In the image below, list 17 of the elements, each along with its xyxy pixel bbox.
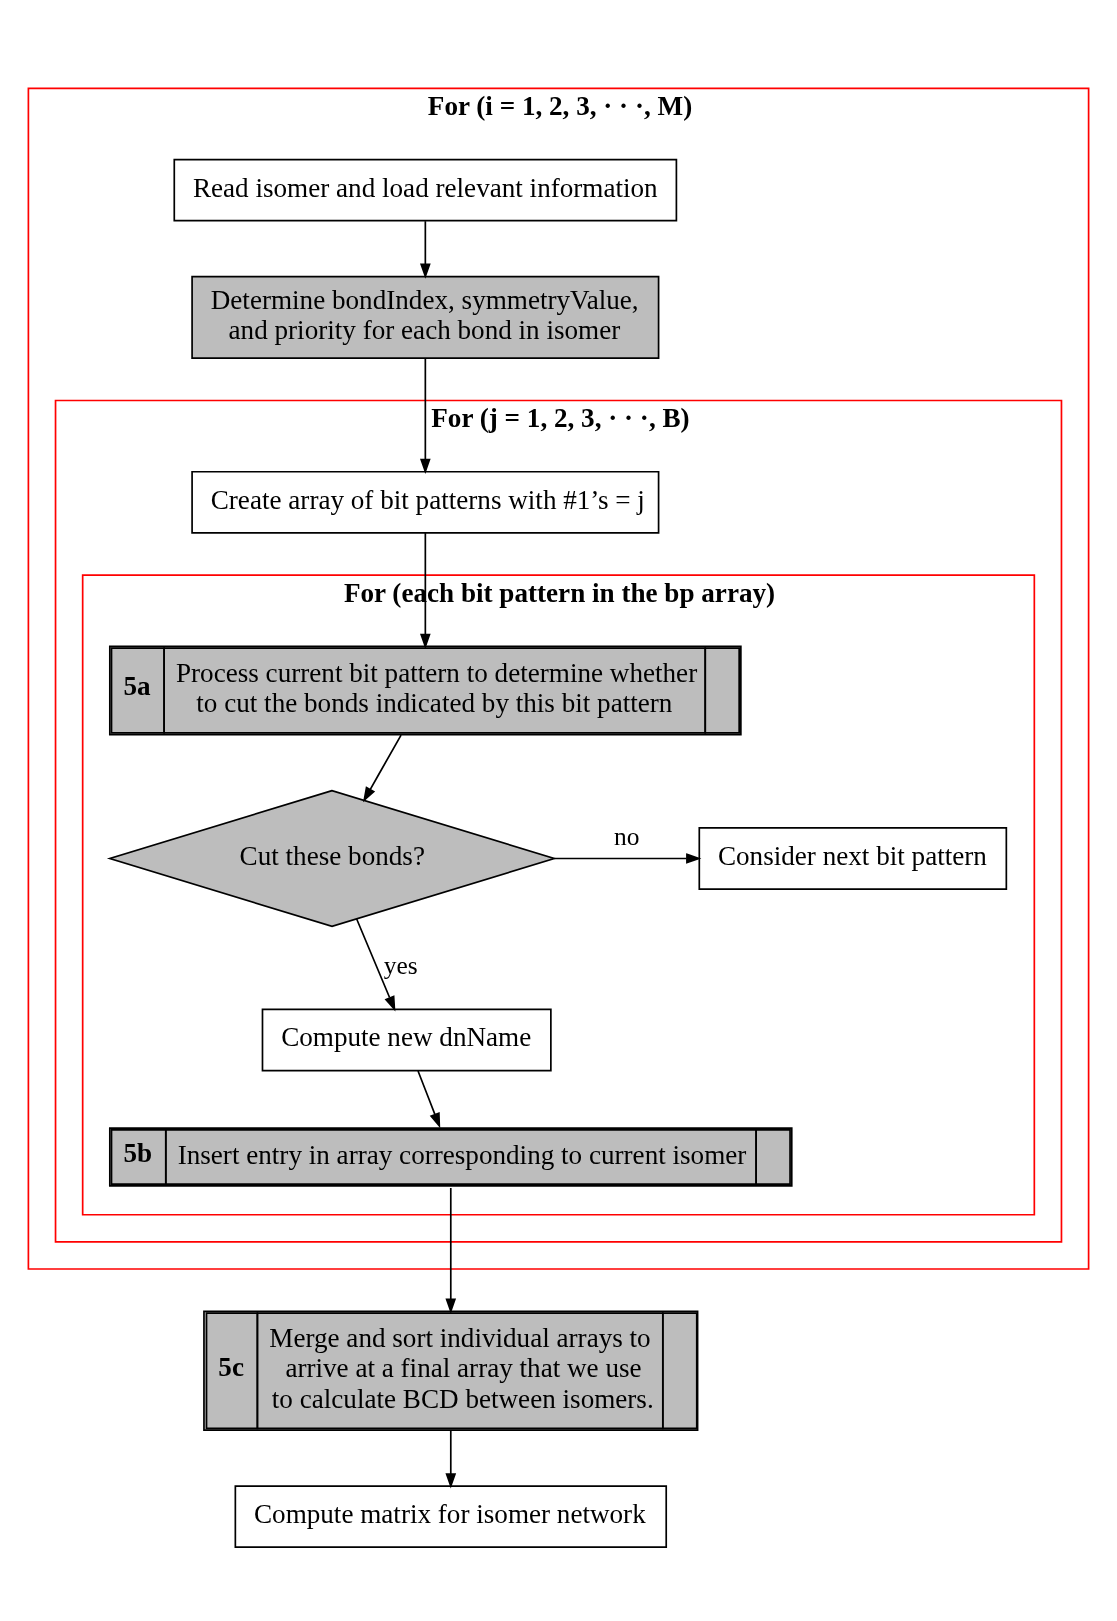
arrow — [355, 917, 396, 1011]
edge-label: yes — [383, 950, 418, 980]
arrow — [445, 1429, 457, 1489]
arrow — [420, 219, 431, 279]
node-box: Read isomer and load relevant information — [173, 158, 678, 221]
node-box: Compute matrix for isomer network — [234, 1484, 668, 1548]
node-box: Determine bondIndex, symmetryValue, and priority for each bond in isomer — [191, 275, 660, 359]
node-box: Create array of bit patterns with #1’s = j — [191, 470, 660, 534]
node-box: Compute new dnName — [261, 1008, 552, 1071]
arrow — [420, 531, 431, 649]
arrow — [420, 357, 431, 474]
arrow — [445, 1186, 457, 1314]
edge-label: no — [614, 821, 640, 851]
arrow — [417, 1069, 441, 1128]
node-box: Consider next bit pattern — [698, 826, 1008, 890]
arrow — [553, 852, 702, 864]
arrow — [363, 733, 402, 802]
